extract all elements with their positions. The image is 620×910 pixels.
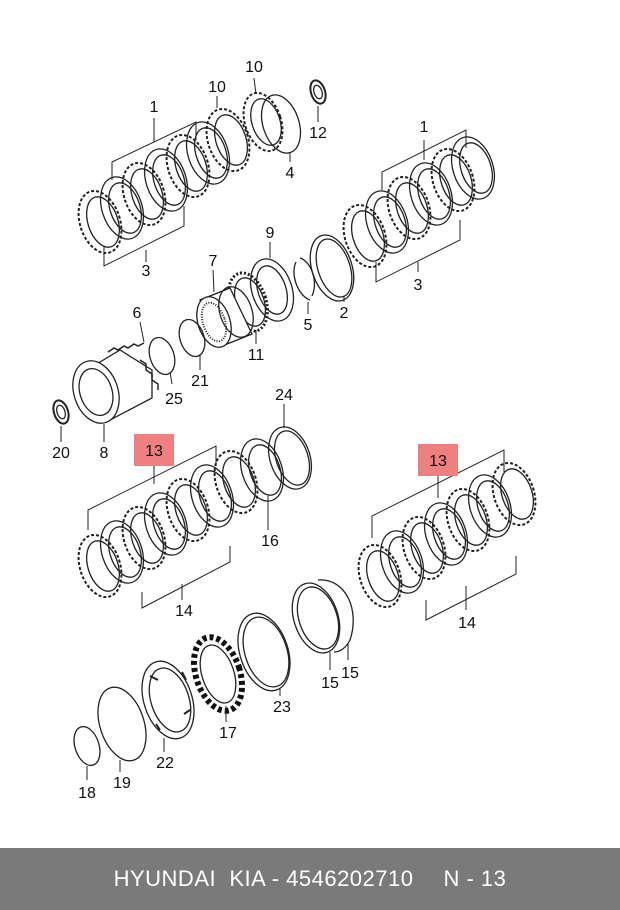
part-label-12: 12: [309, 125, 327, 142]
lower-right-clutch-pack: [357, 449, 537, 621]
part-label-1: 1: [420, 119, 429, 136]
one-way-clutch-17: [191, 634, 245, 722]
discs-19-18: [73, 686, 147, 780]
highlight-box-13-left: [134, 434, 174, 466]
part-label-24: 24: [275, 387, 293, 404]
part-label-19: 19: [113, 775, 131, 792]
part-label-14: 14: [458, 615, 476, 632]
lower-left-clutch-pack: [77, 404, 313, 609]
part-label-23: 23: [273, 699, 291, 716]
part-label-3: 3: [414, 277, 423, 294]
snap-rings-2-5: [293, 234, 355, 314]
snap-ring-group-10-4: [216, 77, 302, 162]
part-label-6: 6: [133, 305, 142, 322]
part-label-2: 2: [340, 305, 349, 322]
rings-6-25-21: [139, 318, 206, 385]
snap-rings-15: [291, 579, 354, 670]
part-label-10: 10: [245, 59, 263, 76]
part-label-11: 11: [248, 347, 265, 364]
part-label-9: 9: [266, 225, 275, 242]
part-label-10: 10: [208, 79, 226, 96]
part-label-4: 4: [286, 165, 295, 182]
part-label-18: 18: [78, 785, 96, 802]
ring-23: [237, 612, 291, 696]
part-label-7: 7: [209, 253, 218, 270]
part-label-20: 20: [52, 445, 70, 462]
upper-left-clutch-pack: [77, 107, 251, 267]
drum-7: [196, 269, 254, 348]
footer-bar: HYUNDAI KIA - 4546202710 N - 13: [0, 848, 620, 910]
part-label-13: 13: [145, 443, 163, 460]
part-label-1: 1: [150, 99, 159, 116]
exploded-parts-diagram: 1 10 10 12 4 1 9 7 3 3 2 5 6 11 21 25 24…: [52, 59, 537, 802]
part-label-15: 15: [341, 665, 359, 682]
washer-12: [309, 79, 327, 122]
part-label-5: 5: [304, 317, 313, 334]
part-label-17: 17: [219, 725, 237, 742]
housing-22: [141, 660, 195, 752]
gear-hub-8: [72, 342, 159, 442]
part-label-16: 16: [261, 533, 279, 550]
part-label-15: 15: [321, 675, 339, 692]
highlight-box-13-right: [418, 444, 458, 476]
part-label-14: 14: [175, 603, 193, 620]
part-label-22: 22: [156, 755, 174, 772]
part-number-text: HYUNDAI KIA - 4546202710: [113, 866, 414, 891]
part-label-8: 8: [100, 445, 109, 462]
part-label-25: 25: [165, 391, 183, 408]
part-label-21: 21: [191, 373, 209, 390]
part-label-3: 3: [142, 263, 151, 280]
part-label-13: 13: [429, 453, 447, 470]
page-reference: N - 13: [443, 866, 507, 891]
washer-20: [52, 399, 70, 442]
upper-right-clutch-pack: [342, 129, 496, 283]
